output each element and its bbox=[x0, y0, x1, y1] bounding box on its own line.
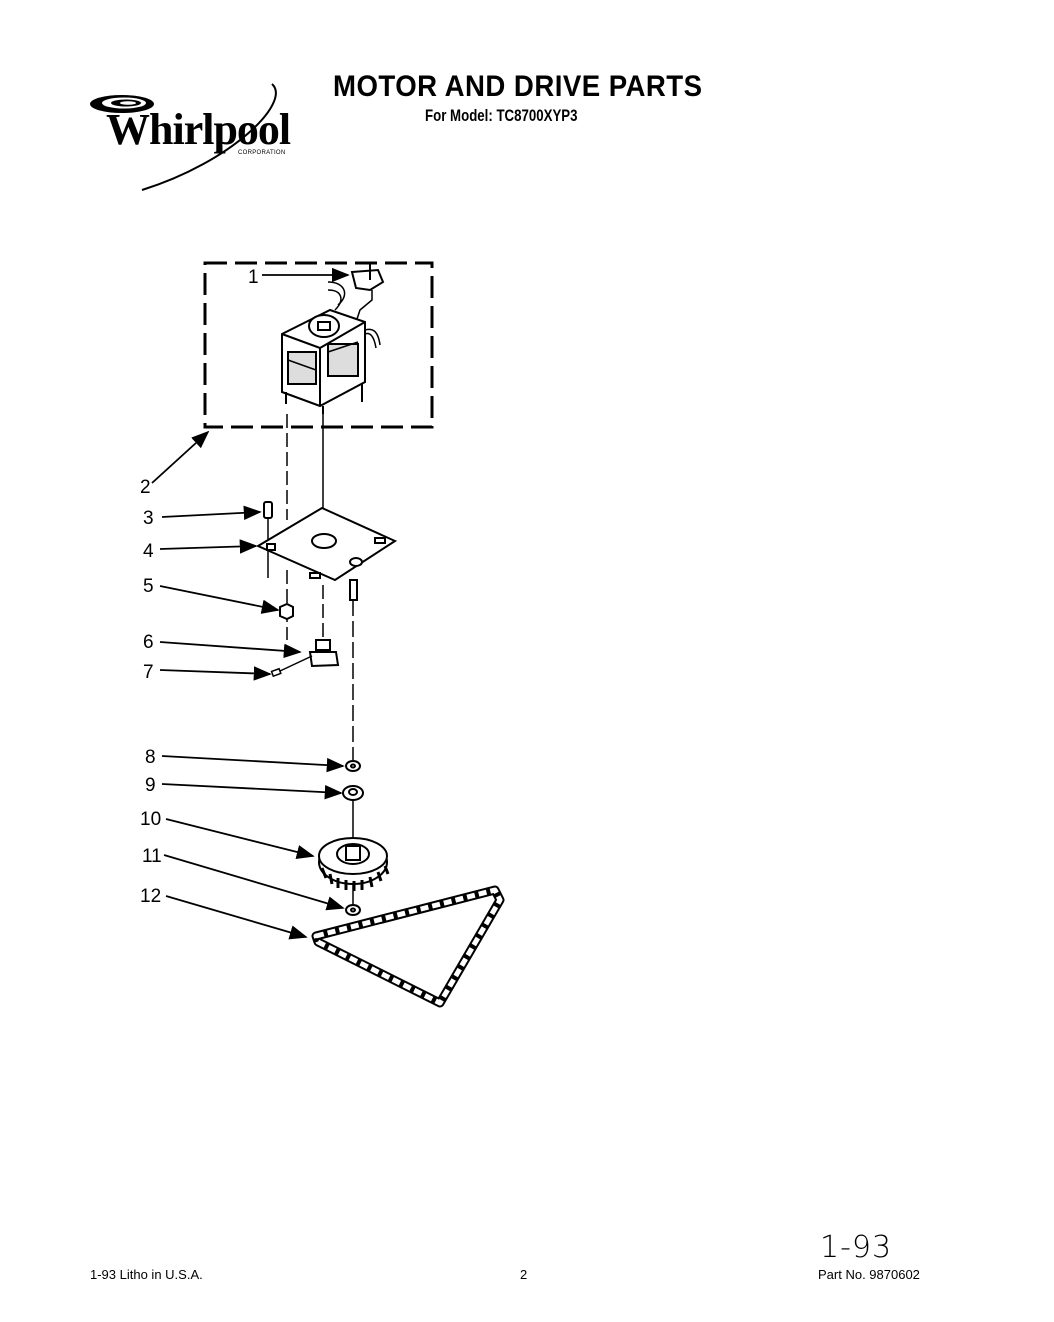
callout-5: 5 bbox=[143, 576, 154, 597]
callout-4: 4 bbox=[143, 541, 154, 562]
pinion-icon bbox=[308, 639, 340, 668]
page-number: 2 bbox=[520, 1267, 528, 1282]
callout-11: 11 bbox=[142, 846, 162, 867]
callout-1: 1 bbox=[248, 267, 259, 288]
nut-icon bbox=[279, 602, 294, 621]
model-subtitle: For Model: TC8700XYP3 bbox=[425, 106, 578, 125]
callout-3: 3 bbox=[143, 508, 154, 529]
callout-9: 9 bbox=[145, 775, 156, 796]
spacer-icon bbox=[342, 785, 364, 801]
stud-icon bbox=[349, 579, 358, 601]
washer-icon bbox=[345, 760, 361, 772]
callout-2: 2 bbox=[140, 477, 151, 498]
brand-name: Whirlpool bbox=[106, 105, 291, 154]
part-number: Part No. 9870602 bbox=[818, 1267, 920, 1282]
footer-litho: 1-93 Litho in U.S.A. bbox=[90, 1267, 203, 1282]
set-screw-icon bbox=[270, 655, 313, 678]
callout-10: 10 bbox=[140, 809, 161, 830]
drive-chain-icon bbox=[311, 885, 505, 1008]
leader-lines bbox=[151, 267, 350, 940]
motor-assembly-box bbox=[203, 261, 434, 429]
motor-icon bbox=[281, 308, 381, 414]
handwritten-date: 1-93 bbox=[820, 1230, 893, 1265]
whirlpool-swirl-icon bbox=[90, 83, 277, 191]
page-title: MOTOR AND DRIVE PARTS bbox=[333, 70, 703, 103]
sprocket-gear-icon bbox=[318, 837, 390, 891]
washer-icon-2 bbox=[345, 904, 361, 916]
callout-12: 12 bbox=[140, 886, 161, 907]
callout-6: 6 bbox=[143, 632, 154, 653]
terminal-block-icon bbox=[327, 262, 385, 323]
callout-8: 8 bbox=[145, 747, 156, 768]
brand-sub: CORPORATION bbox=[238, 150, 286, 156]
whirlpool-logo: Whirlpool CORPORATION bbox=[82, 82, 312, 197]
mounting-plate-icon bbox=[255, 506, 398, 582]
callout-7: 7 bbox=[143, 662, 154, 683]
callout-numbers: 1 2 3 4 5 6 7 8 9 10 11 12 bbox=[140, 267, 259, 907]
